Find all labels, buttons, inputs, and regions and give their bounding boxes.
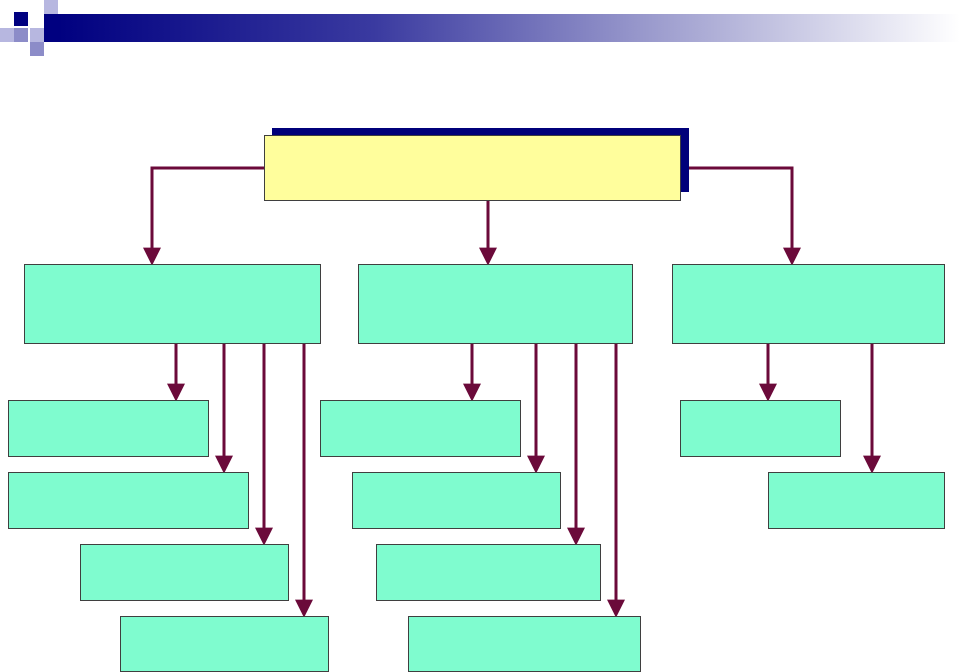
branch-node-1 [24,264,321,344]
branch-node-3 [672,264,945,344]
branch-node-2 [358,264,633,344]
child-node-b2-3 [376,544,601,601]
root-node [264,135,681,201]
child-node-b2-2 [352,472,561,529]
child-node-b1-3 [80,544,289,601]
child-node-b1-1 [8,400,209,457]
child-node-b1-4 [120,616,329,672]
child-node-b2-4 [408,616,641,672]
connector-root-branch-3 [681,166,801,266]
child-node-b1-2 [8,472,249,529]
connector-root-branch-1 [143,166,264,266]
child-node-b3-1 [680,400,841,457]
child-node-b2-1 [320,400,521,457]
child-node-b3-2 [768,472,945,529]
slide-logo-squares-icon [0,0,58,56]
header-gradient-bar [58,14,960,42]
